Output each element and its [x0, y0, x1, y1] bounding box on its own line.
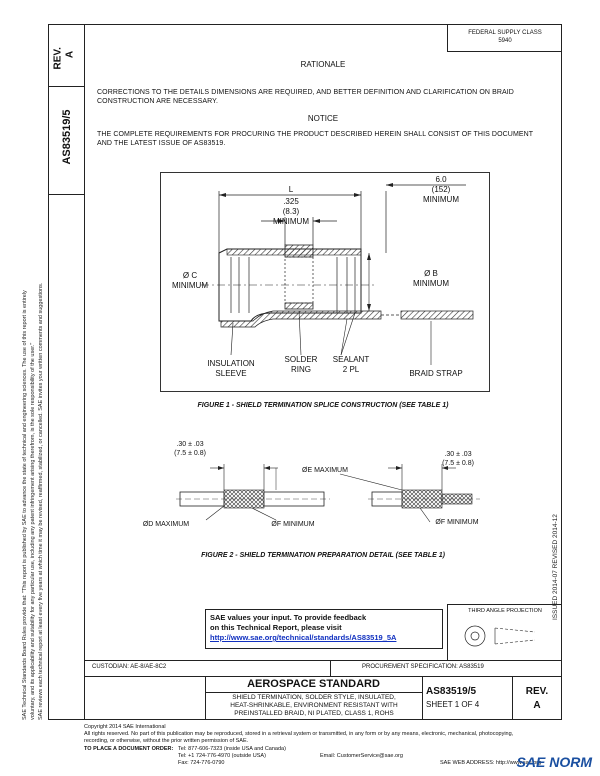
- fig2-left-dim-mm: (7.5 ± 0.8): [174, 450, 206, 457]
- footer-tel-1: Tel: 877-606-7323 (inside USA and Canada…: [178, 746, 286, 752]
- sae-norm-logo: SAE NORM: [516, 754, 592, 770]
- footer-order: TO PLACE A DOCUMENT ORDER:: [84, 746, 174, 752]
- dia-c-min-label: MINIMUM: [172, 281, 208, 290]
- footer-fax: Fax: 724-776-0790: [178, 760, 225, 766]
- dim-6-min-label: MINIMUM: [423, 195, 459, 204]
- title-block-divider-2: [205, 676, 206, 720]
- fig2-df-min-1: ØF MINIMUM: [271, 521, 315, 528]
- fsc-label: FEDERAL SUPPLY CLASS: [468, 30, 542, 36]
- footer-email: Email: CustomerService@sae.org: [320, 753, 403, 759]
- third-angle-projection-box: THIRD ANGLE PROJECTION: [447, 604, 562, 660]
- aerospace-standard-title: AEROSPACE STANDARD: [247, 678, 380, 690]
- rev-cell: REV. A: [49, 25, 84, 87]
- fsc-value: 5940: [498, 38, 512, 44]
- notice-heading: NOTICE: [307, 114, 339, 123]
- doc-number-cell: AS83519/5: [49, 87, 84, 195]
- title-block-divider-3: [422, 676, 423, 720]
- footer-rights-2: recording, or otherwise, without the pri…: [84, 738, 249, 744]
- solder-label-1: SOLDER: [284, 355, 318, 364]
- title-doc-number: AS83519/5: [426, 686, 477, 697]
- sheet-number: SHEET 1 OF 4: [426, 700, 480, 709]
- footer-rights: All rights reserved. No part of this pub…: [84, 731, 514, 737]
- fig2-left-dim: .30 ± .03: [176, 441, 204, 448]
- title-block-rule-2: [84, 676, 562, 677]
- left-column: REV. A AS83519/5: [48, 24, 84, 720]
- left-doc-number: AS83519/5: [61, 109, 73, 165]
- solder-label-2: RING: [291, 365, 311, 374]
- procurement-text: PROCUREMENT SPECIFICATION: AS83519: [362, 664, 484, 670]
- dim-325-label: .325: [283, 197, 299, 206]
- side-notice-line-3: SAE reviews each technical report at lea…: [38, 282, 44, 720]
- title-rev-value: A: [533, 700, 541, 711]
- third-angle-label: THIRD ANGLE PROJECTION: [468, 608, 542, 614]
- dim-6-mm-label: (152): [431, 185, 451, 194]
- title-block-divider-4: [512, 676, 513, 720]
- title-block-divider-1: [330, 660, 331, 676]
- description-line-1: SHIELD TERMINATION, SOLDER STYLE, INSULA…: [232, 694, 396, 701]
- insulation-label-2: SLEEVE: [215, 369, 247, 378]
- dim-325-mm-label: (8.3): [282, 207, 300, 216]
- dia-c-label: Ø C: [182, 271, 198, 280]
- description-line-2: HEAT-SHRINKABLE, ENVIRONMENT RESISTANT W…: [230, 702, 398, 709]
- figure-2: .30 ± .03 (7.5 ± 0.8) .30 ± .03 (7.5 ± 0…: [140, 438, 500, 538]
- insulation-label-1: INSULATION: [207, 359, 255, 368]
- title-block-rule-3: [205, 692, 422, 693]
- braid-strap-label: BRAID STRAP: [409, 369, 463, 378]
- third-angle-symbol-icon: [464, 625, 536, 647]
- dia-b-label: Ø B: [424, 269, 438, 278]
- dim-325-min-label: MINIMUM: [273, 217, 309, 226]
- sealant-label-1: SEALANT: [332, 355, 370, 364]
- title-block-top-rule: [84, 660, 562, 661]
- dim-l-label: L: [288, 185, 294, 194]
- side-notice-line-2: voluntary, and its applicability and sui…: [30, 342, 36, 720]
- dia-b-min-label: MINIMUM: [413, 279, 449, 288]
- rev-label: REV.: [52, 47, 64, 70]
- figure-1-caption: FIGURE 1 - SHIELD TERMINATION SPLICE CON…: [197, 402, 449, 409]
- fig2-de-max: ØE MAXIMUM: [302, 467, 348, 474]
- custodian-text: CUSTODIAN: AE-8/AE-8C2: [92, 664, 167, 670]
- fig2-right-dim-mm: (7.5 ± 0.8): [442, 460, 474, 467]
- fig2-dd-max: ØD MAXIMUM: [142, 521, 190, 528]
- feedback-box: SAE values your input. To provide feedba…: [205, 609, 443, 649]
- dim-6-label: 6.0: [435, 175, 447, 184]
- title-rev-label: REV.: [525, 686, 549, 697]
- footer-copyright: Copyright 2014 SAE International: [84, 724, 166, 730]
- footer-web: SAE WEB ADDRESS: http://www.sae.org: [440, 760, 542, 766]
- rationale-text: CORRECTIONS TO THE DETAILS DIMENSIONS AR…: [97, 89, 514, 105]
- notice-text: THE COMPLETE REQUIREMENTS FOR PROCURING …: [97, 131, 534, 147]
- footer-tel-2: Tel: +1 724-776-4970 (outside USA): [178, 753, 266, 759]
- title-description: SHIELD TERMINATION, SOLDER STYLE, INSULA…: [208, 694, 420, 718]
- figure-2-drawing: [176, 464, 480, 523]
- fig2-df-min-2: ØF MINIMUM: [435, 519, 479, 526]
- figure-2-caption: FIGURE 2 - SHIELD TERMINATION PREPARATIO…: [201, 552, 445, 559]
- feedback-link[interactable]: http://www.sae.org/technical/standards/A…: [210, 633, 397, 642]
- figure-1: L 6.0 (152) MINIMUM .325 (8.3) MINIMUM Ø…: [160, 172, 490, 392]
- sealant-label-2: 2 PL: [342, 365, 360, 374]
- fig2-right-dim: .30 ± .03: [444, 451, 472, 458]
- federal-supply-class-box: FEDERAL SUPPLY CLASS 5940: [447, 24, 562, 52]
- figure-1-drawing: [201, 183, 474, 365]
- rev-value: A: [64, 50, 76, 59]
- side-notice-line-1: SAE Technical Standards Board Rules prov…: [22, 290, 28, 720]
- feedback-line-2: on this Technical Report, please visit: [210, 623, 342, 632]
- page-frame: [84, 24, 562, 720]
- rationale-heading: RATIONALE: [300, 60, 346, 69]
- description-line-3: PREINSTALLED BRAID, NI PLATED, CLASS 1, …: [234, 710, 394, 717]
- feedback-line-1: SAE values your input. To provide feedba…: [210, 613, 367, 622]
